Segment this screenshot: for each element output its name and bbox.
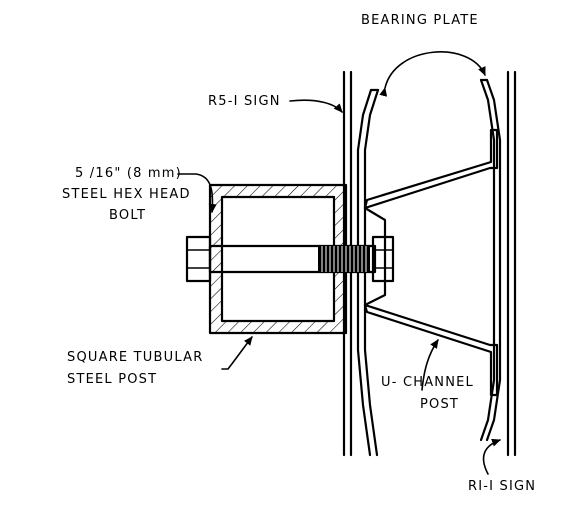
square-post-label-line1: SQUARE TUBULAR [67,350,204,365]
square-post-label-line2: STEEL POST [67,372,158,387]
bolt-label: BOLT [109,208,147,223]
r5-1-sign-label: R5-I SIGN [208,94,281,109]
u-channel-post [363,128,499,397]
bolt-type-label: STEEL HEX HEAD [62,187,191,202]
u-channel-label-line1: U- CHANNEL [381,375,474,390]
bolt-size-label: 5 /16" (8 mm) [75,166,182,181]
bearing-plate-label: BEARING PLATE [361,13,479,28]
r1-1-sign-label: RI-I SIGN [468,479,537,494]
r1-1-sign-panel [506,70,517,457]
u-channel-label-line2: POST [420,397,460,412]
hex-head-bolt [185,235,395,283]
leader-lines [177,51,501,475]
